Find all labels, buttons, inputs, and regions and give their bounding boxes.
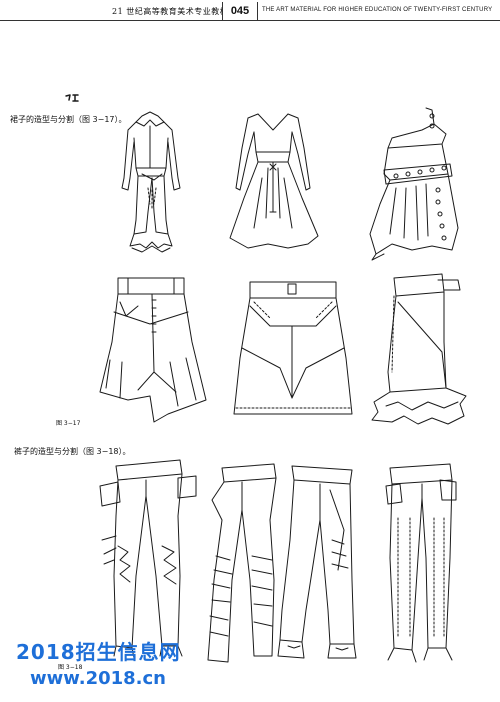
page-number: 045 [222, 2, 258, 20]
trousers-illustration-grommet [385, 463, 457, 663]
outfit-illustration-grommet-top [369, 107, 459, 261]
skirt-illustration-a-line-panels [233, 281, 353, 415]
figure-label-3-17: 图 3−17 [56, 420, 81, 427]
outfit-illustration-blouse-ruffle-skirt [121, 111, 181, 253]
decorative-mark [65, 94, 79, 102]
trousers-illustration-cargo [99, 459, 197, 659]
series-title: 21 世纪高等教育美术专业教材 [112, 7, 229, 16]
english-title: THE ART MATERIAL FOR HIGHER EDUCATION OF… [262, 7, 493, 13]
trousers-illustration-ruched [207, 463, 277, 663]
outfit-illustration-gown [229, 113, 319, 249]
trousers-section-caption: 裤子的造型与分割（图 3−18）。 [14, 447, 131, 456]
page-header: 21 世纪高等教育美术专业教材 045 THE ART MATERIAL FOR… [0, 0, 500, 24]
watermark-title: 2018招生信息网 [16, 640, 181, 664]
figure-label-3-18: 图 3−18 [58, 664, 83, 671]
skirt-illustration-ruffle-hem [371, 273, 467, 425]
watermark-url: www.2018.cn [30, 668, 166, 689]
trousers-illustration-cuffed [277, 465, 357, 659]
header-rule [0, 20, 500, 21]
skirt-section-caption: 裙子的造型与分割（图 3−17）。 [10, 115, 127, 124]
skirt-illustration-asymmetric [99, 277, 207, 423]
